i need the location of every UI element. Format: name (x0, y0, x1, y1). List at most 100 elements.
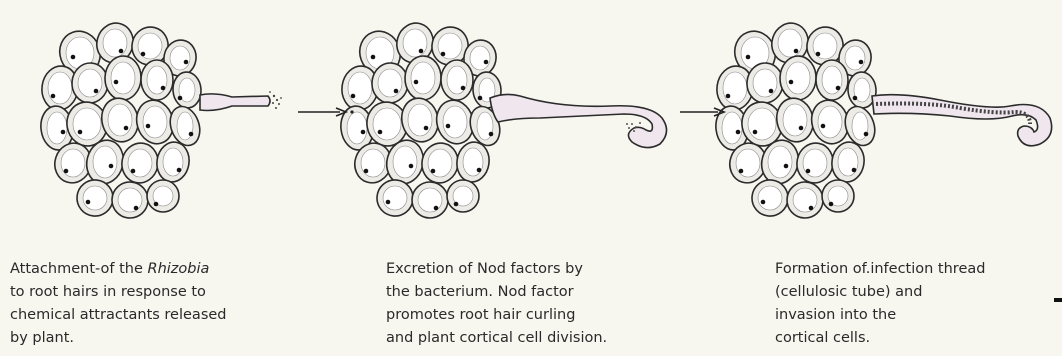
caption-line: Formation of.infection thread (775, 258, 1055, 281)
cell-nucleus (484, 60, 489, 65)
caption-line: promotes root hair curling (386, 304, 716, 327)
root-cell-cluster-stage-3 (713, 19, 879, 219)
cell-nucleus (736, 130, 741, 135)
cell-nucleus (809, 206, 814, 211)
caption-text: by plant. (10, 330, 74, 346)
caption-text: (cellulosic tube) and (775, 284, 922, 300)
cell-nucleus (446, 124, 451, 129)
cell-nucleus (61, 130, 66, 135)
cell-vacuole (753, 69, 777, 97)
caption-stage-attachment: Attachment-of the Rhizobia to root hairs … (10, 258, 310, 350)
caption-text: to root hairs in response to (10, 284, 206, 300)
arrow-2 (680, 108, 724, 116)
root-cell-cluster-stage-1 (38, 19, 204, 219)
cell-nucleus (794, 49, 799, 54)
cell-nucleus (371, 55, 376, 60)
curled-root-hair-stage-2 (490, 94, 667, 147)
caption-line: Attachment-of the Rhizobia (10, 258, 310, 281)
cell-nucleus (351, 94, 356, 99)
caption-italic-term: Rhizobia (148, 261, 210, 277)
cell-vacuole (47, 112, 67, 144)
cell-nucleus (184, 60, 189, 65)
cell-nucleus (761, 200, 766, 205)
cell-vacuole (845, 46, 865, 70)
cell-vacuole (118, 188, 142, 212)
cell-nucleus (364, 169, 369, 174)
nodulation-diagram (0, 0, 1062, 250)
cell-vacuole (93, 146, 117, 178)
cell-vacuole (373, 108, 401, 140)
cell-nucleus (177, 168, 182, 173)
cell-nucleus (461, 86, 466, 91)
cell-nucleus (134, 206, 139, 211)
cell-nucleus (478, 96, 483, 101)
cell-nucleus (441, 52, 446, 57)
caption-text: chemical attractants released (10, 307, 227, 323)
root-cell-cluster-stage-2 (338, 19, 504, 219)
cell-nucleus (836, 86, 841, 91)
cell-nucleus (746, 55, 751, 60)
cell-vacuole (73, 108, 101, 140)
cell-vacuole (443, 106, 467, 138)
cell-nucleus (146, 124, 151, 129)
caption-line: cortical cells. (775, 327, 1055, 350)
cell-nucleus (189, 132, 194, 137)
cell-nucleus (852, 168, 857, 173)
caption-text: promotes root hair curling (386, 307, 575, 323)
cell-nucleus (71, 55, 76, 60)
cell-vacuole (722, 112, 742, 144)
cell-nucleus (141, 52, 146, 57)
caption-line: to root hairs in response to (10, 281, 310, 304)
cell-vacuole (793, 188, 817, 212)
cell-nucleus (864, 132, 869, 137)
cell-vacuole (723, 72, 747, 104)
cell-vacuole (783, 104, 807, 136)
caption-text: Formation of.infection thread (775, 261, 985, 277)
cell-nucleus (816, 52, 821, 57)
caption-line: invasion into the (775, 304, 1055, 327)
caption-text: and plant cortical cell division. (386, 330, 607, 346)
cell-vacuole (378, 69, 402, 97)
cell-vacuole (786, 62, 810, 94)
cell-vacuole (348, 72, 372, 104)
cell-vacuole (768, 146, 792, 178)
cell-nucleus (799, 126, 804, 131)
cell-vacuole (83, 186, 107, 210)
cell-vacuole (108, 104, 132, 136)
cell-vacuole (778, 29, 802, 57)
cell-nucleus (821, 124, 826, 129)
cell-vacuole (143, 106, 167, 138)
cell-vacuole (170, 46, 190, 70)
cell-vacuole (408, 104, 432, 136)
caption-stage-infection-thread: Formation of.infection thread (cellulosic… (775, 258, 1055, 350)
cell-vacuole (818, 106, 842, 138)
cell-nucleus (434, 206, 439, 211)
cell-nucleus (806, 169, 811, 174)
cell-vacuole (48, 72, 72, 104)
caption-line: and plant cortical cell division. (386, 327, 716, 350)
caption-text: Excretion of Nod factors by (386, 261, 583, 277)
cell-nucleus (424, 126, 429, 131)
caption-line: chemical attractants released (10, 304, 310, 327)
cell-vacuole (393, 146, 417, 178)
cell-nucleus (414, 80, 419, 85)
cell-nucleus (161, 86, 166, 91)
cell-vacuole (103, 29, 127, 57)
cell-nucleus (378, 130, 383, 135)
cell-vacuole (111, 62, 135, 94)
infection-thread-stage-3 (872, 95, 1052, 146)
cell-vacuole (748, 108, 776, 140)
caption-text: invasion into the (775, 307, 896, 323)
cell-nucleus (769, 89, 774, 94)
cell-nucleus (114, 80, 119, 85)
caption-text: Attachment-of the (10, 261, 148, 277)
cell-nucleus (477, 168, 482, 173)
cell-nucleus (784, 164, 789, 169)
cell-nucleus (454, 202, 459, 207)
cell-nucleus (386, 200, 391, 205)
cell-vacuole (78, 69, 102, 97)
cell-nucleus (853, 96, 858, 101)
cell-vacuole (383, 186, 407, 210)
cell-nucleus (64, 169, 69, 174)
